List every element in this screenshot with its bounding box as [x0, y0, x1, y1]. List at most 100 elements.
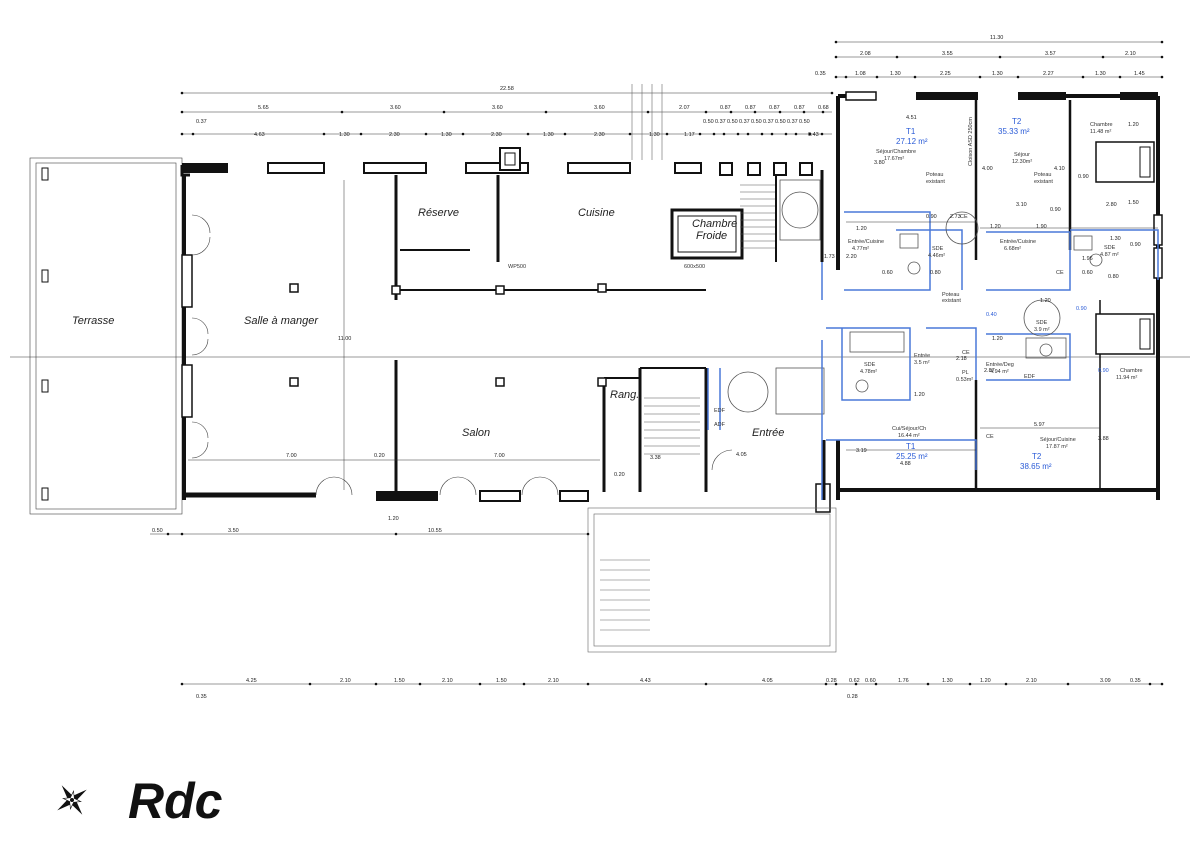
dim-misc-10: 3.80 [874, 160, 885, 166]
dim-top2-2: 4.63 [254, 132, 265, 138]
room-labels: Terrasse Salle à manger Réserve Cuisine … [72, 117, 1143, 471]
dim-misc-21: 0.90 [1050, 207, 1061, 213]
dim-misc-30: 1.20 [1128, 122, 1139, 128]
label-sejour-chambre-area: 17.67m² [884, 156, 904, 162]
dim-top-3: 3.60 [492, 105, 503, 111]
dim-misc-35: 2.18 [956, 356, 967, 362]
label-ce-1: CE [960, 214, 968, 220]
label-edf-2: EDF [714, 408, 726, 414]
label-pl: PL [962, 370, 969, 376]
dim-top2-20: 0.43 [808, 132, 819, 138]
dim-misc-16: 2.20 [846, 254, 857, 260]
dim-misc-43: 1.20 [1040, 298, 1051, 304]
dim-misc-6: 3.38 [650, 455, 661, 461]
label-chambre-bottom: Chambre [1120, 368, 1143, 374]
label-existant-1: existant [926, 179, 945, 185]
dim-top-6: 0.87 [720, 105, 731, 111]
dim-top-9: 0.87 [794, 105, 805, 111]
label-chambre-bottom-area: 11.94 m² [1116, 375, 1137, 381]
dim-top-2: 3.60 [390, 105, 401, 111]
label-sejour-cuisine: Séjour/Cuisine [1040, 437, 1076, 443]
interior-dimensions: 7.00 0.20 7.00 11.00 1.20 3.38 0.20 4.05… [286, 115, 1141, 522]
label-sejour: Séjour [1014, 152, 1030, 158]
dim-misc-4: 11.00 [338, 336, 351, 342]
label-sde-2: SDE [1104, 245, 1116, 251]
label-poteau-1: Poteau [926, 172, 943, 178]
label-chambre-top: Chambre [1090, 122, 1113, 128]
dim-bottom-2: 2.10 [340, 678, 351, 684]
dim-top2-19: 0.50 [799, 119, 810, 125]
label-tag-b: 600x500 [684, 264, 705, 270]
dim-misc-13: 2.73 [950, 214, 961, 220]
label-ce-4: CE [986, 434, 994, 440]
dim-top-4: 3.60 [594, 105, 605, 111]
apartments-block [707, 91, 1163, 500]
label-salle-a-manger: Salle à manger [244, 315, 319, 327]
dim-right2-6: 2.27 [1043, 71, 1054, 77]
label-cuisine: Cuisine [578, 207, 615, 219]
dim-misc-37: 3.19 [856, 448, 867, 454]
label-sde-3-area: 3.9 m² [1034, 327, 1050, 333]
label-entree-cuisine-2: Entrée/Cuisine [1000, 239, 1036, 245]
apt-t2-top-name: T2 [1012, 117, 1022, 126]
dim-misc-25: 0.80 [1108, 274, 1119, 280]
dim-misc-9: 4.51 [906, 115, 917, 121]
label-pl-area: 0.53m² [956, 377, 973, 383]
dim-misc-22: 1.96 [1082, 256, 1093, 262]
label-sde-4: SDE [864, 362, 876, 368]
label-entree-small-area: 3.5 m² [914, 360, 930, 366]
dim-bottom-extra-2: 0.28 [847, 694, 858, 700]
dim-misc-26: 0.90 [1078, 174, 1089, 180]
dim-bottom-13: 1.30 [942, 678, 953, 684]
dim-top2-9: 1.30 [649, 132, 660, 138]
label-sde-2-area: 4.87 m² [1100, 252, 1119, 258]
label-sde-1-area: 4.46m² [928, 253, 945, 259]
dim-top2-16: 0.37 [763, 119, 774, 125]
label-entree-small: Entrée [914, 353, 930, 359]
dim-bottom-8: 4.05 [762, 678, 773, 684]
dim-top2-13: 0.50 [727, 119, 738, 125]
label-entree-deg: Entrée/Deg [986, 362, 1014, 368]
dim-misc-38: 4.88 [900, 461, 911, 467]
dim-misc-32: 0.40 [986, 312, 997, 318]
dim-bottom-14: 1.20 [980, 678, 991, 684]
dim-right-2: 3.55 [942, 51, 953, 57]
dim-bottom-17: 0.35 [1130, 678, 1141, 684]
dim-misc-1: 7.00 [286, 453, 297, 459]
dim-top-1: 5.65 [258, 105, 269, 111]
dim-bottom-1: 4.25 [246, 678, 257, 684]
drawing-title: Rdc [128, 773, 223, 829]
dim-misc-5: 1.20 [388, 516, 399, 522]
dim-right2-8: 1.45 [1134, 71, 1145, 77]
dim-bottom-4: 2.10 [442, 678, 453, 684]
dim-misc-12: 0.90 [926, 214, 937, 220]
dim-top2-15: 0.50 [751, 119, 762, 125]
dim-misc-2: 0.20 [374, 453, 385, 459]
dim-bottom-extra-1: 0.35 [196, 694, 207, 700]
label-adf: ADF [714, 422, 726, 428]
dim-top2-1: 0.37 [196, 119, 207, 125]
dim-misc-33: 0.90 [1076, 306, 1087, 312]
label-reserve: Réserve [418, 207, 459, 219]
label-sde-4-area: 4.78m² [860, 369, 877, 375]
apt-t1-bottom-area: 25.25 m² [896, 452, 928, 461]
main-building-walls [180, 84, 837, 653]
compass-rose-icon [57, 785, 87, 815]
dim-bottom-6: 2.10 [548, 678, 559, 684]
label-rang: Rang. [610, 389, 639, 401]
dim-top2-8: 2.30 [594, 132, 605, 138]
label-sejour-chambre: Séjour/Chambre [876, 149, 916, 155]
dim-right-4: 2.10 [1125, 51, 1136, 57]
dim-misc-7: 0.20 [614, 472, 625, 478]
dim-misc-27: 2.80 [1106, 202, 1117, 208]
label-entree-cuisine-1: Entrée/Cuisine [848, 239, 884, 245]
right-dimension-chain: 11.30 2.08 3.55 3.57 2.10 0.35 1.08 1.30… [815, 35, 1164, 79]
dim-misc-3: 7.00 [494, 453, 505, 459]
label-ce-2: CE [1056, 270, 1064, 276]
dim-misc-44: 1.73 [824, 254, 835, 260]
label-existant-2: existant [1034, 179, 1053, 185]
dim-misc-17: 4.00 [982, 166, 993, 172]
dim-misc-20: 1.90 [1036, 224, 1047, 230]
dim-top-5: 2.07 [679, 105, 690, 111]
